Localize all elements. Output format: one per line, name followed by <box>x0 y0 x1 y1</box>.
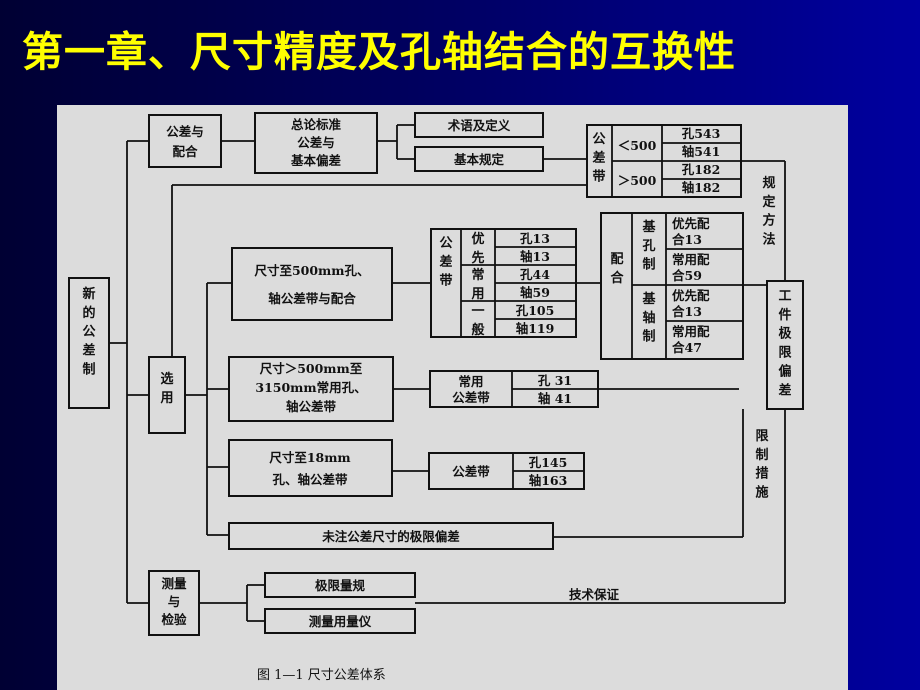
s59: 轴59 <box>520 285 550 300</box>
measure-3: 检验 <box>161 612 187 627</box>
pref-vlabel: 优先 <box>471 231 484 266</box>
tolerance-system-diagram: 新的公差制 公差与 配合 总论标准 公差与 基本偏差 术语及定义 基本规定 公差… <box>68 112 804 683</box>
root-label: 新的公差制 <box>82 286 95 377</box>
workpiece-dev-label: 工件极限偏差 <box>778 289 792 398</box>
hole-basis-vlabel: 基孔制 <box>641 219 656 273</box>
h145: 孔145 <box>529 455 568 470</box>
common-vlabel: 常用 <box>470 267 484 302</box>
basic-rules-label: 基本规定 <box>453 152 505 167</box>
common-band-1: 常用 <box>458 374 483 389</box>
s182: 轴182 <box>682 180 721 195</box>
size500-2: 轴公差带与配合 <box>268 291 356 306</box>
s119: 轴119 <box>516 321 555 336</box>
fit-table <box>600 212 744 360</box>
s541: 轴541 <box>682 144 721 159</box>
size18-2: 孔、轴公差带 <box>272 472 348 487</box>
h182: 孔182 <box>682 162 721 177</box>
tol-fit-label-1: 公差与 <box>166 124 204 139</box>
size500-box <box>231 247 393 321</box>
common-fit47-2: 合47 <box>672 340 702 355</box>
instrument-label: 测量用量仪 <box>309 614 372 629</box>
tol-fit-label-2: 配合 <box>172 144 198 159</box>
pref-fit-2: 合13 <box>672 232 702 247</box>
band18-label: 公差带 <box>452 464 490 479</box>
shaft-basis-vlabel: 基轴制 <box>641 291 656 345</box>
general-standard-3: 基本偏差 <box>290 153 341 168</box>
scanned-figure: 新的公差制 公差与 配合 总论标准 公差与 基本偏差 术语及定义 基本规定 公差… <box>57 105 848 690</box>
pref-fit-s-1: 优先配 <box>672 288 710 303</box>
size3150-2: 3150mm常用孔、 <box>255 380 366 395</box>
tol-fit-box <box>148 114 222 168</box>
size3150-1: 尺寸＞500mm至 <box>260 361 363 376</box>
common-band-2: 公差带 <box>452 390 490 405</box>
h543: 孔543 <box>682 126 721 141</box>
regulated-method-label: 规定方法 <box>761 176 775 248</box>
common-fit47-1: 常用配 <box>672 324 710 339</box>
gt500-label: ＞500 <box>618 173 657 188</box>
figure-caption: 图 1—1 尺寸公差体系 <box>257 668 386 683</box>
size18-box <box>228 439 393 497</box>
size500-1: 尺寸至500mm孔、 <box>254 263 369 278</box>
common-fit59-1: 常用配 <box>672 252 710 267</box>
measure-2: 与 <box>168 594 181 609</box>
general-standard-box <box>254 112 378 174</box>
size18-1: 尺寸至18mm <box>269 450 350 465</box>
pref-fit-s-2: 合13 <box>672 304 702 319</box>
s13: 轴13 <box>520 249 550 264</box>
fit-vlabel: 配合 <box>610 252 624 286</box>
terms-label: 术语及定义 <box>447 118 511 133</box>
general-standard-2: 公差与 <box>297 135 335 150</box>
select-label: 选用 <box>159 371 173 406</box>
h105: 孔105 <box>516 303 555 318</box>
band-vlabel: 公差带 <box>439 236 452 289</box>
tol-band-vlabel: 公差带 <box>592 132 605 185</box>
measure-1: 测量 <box>161 576 187 591</box>
gauge-label: 极限量规 <box>315 578 366 593</box>
tech-guarantee-label: 技术保证 <box>569 587 620 602</box>
limit-measures-label: 限制措施 <box>755 429 769 501</box>
common-fit59-2: 合59 <box>672 268 702 283</box>
general-vlabel: 一般 <box>471 304 484 338</box>
size3150-3: 轴公差带 <box>286 399 337 414</box>
pref-fit-1: 优先配 <box>672 216 710 231</box>
h31: 孔 31 <box>538 373 572 388</box>
h44: 孔44 <box>520 267 550 282</box>
s163: 轴163 <box>529 473 568 488</box>
slide-title: 第一章、尺寸精度及孔轴结合的互换性 <box>22 28 736 76</box>
unmarked-label: 未注公差尺寸的极限偏差 <box>321 529 460 544</box>
h13: 孔13 <box>520 231 550 246</box>
s41: 轴 41 <box>538 391 572 406</box>
lt500-label: ＜500 <box>618 138 657 153</box>
general-standard-1: 总论标准 <box>291 117 342 132</box>
unmarked-box <box>228 522 554 550</box>
